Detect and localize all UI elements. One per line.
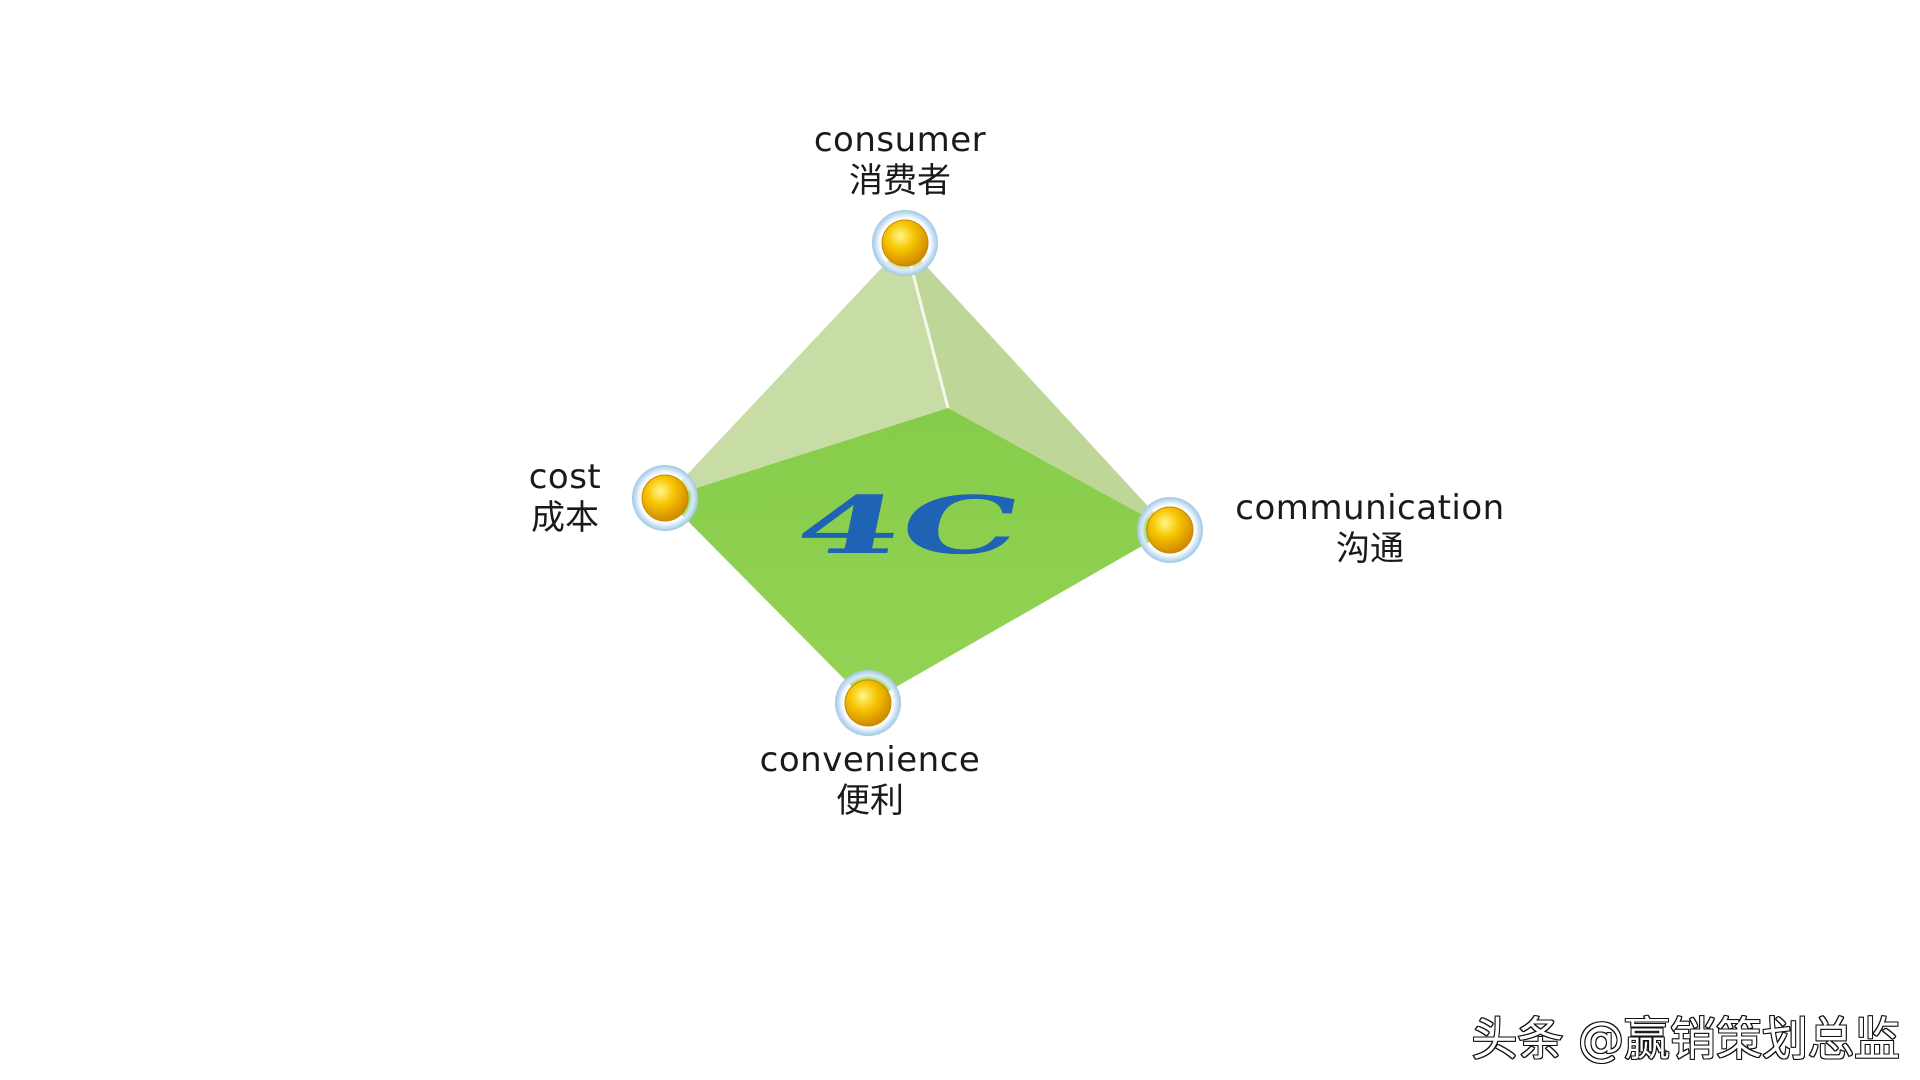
label-convenience-zh: 便利 — [836, 781, 904, 822]
center-4c-text: 4C — [788, 480, 1029, 573]
node-consumer — [872, 210, 938, 276]
label-convenience: convenience 便利 — [740, 740, 1000, 823]
label-communication: communication 沟通 — [1200, 488, 1540, 571]
label-cost-zh: 成本 — [531, 498, 599, 539]
label-communication-zh: 沟通 — [1336, 529, 1404, 570]
label-consumer-zh: 消费者 — [849, 161, 951, 202]
label-convenience-en: convenience — [759, 740, 981, 780]
pyramid-front-face — [665, 408, 1170, 703]
node-cost — [632, 465, 698, 531]
label-consumer-en: consumer — [813, 120, 987, 160]
label-cost-en: cost — [528, 457, 602, 497]
label-consumer: consumer 消费者 — [780, 120, 1020, 203]
node-communication — [1137, 497, 1203, 563]
watermark-text: 头条 @赢销策划总监 — [1470, 1011, 1901, 1067]
label-communication-en: communication — [1235, 488, 1505, 528]
label-cost: cost 成本 — [495, 457, 635, 540]
node-convenience — [835, 670, 901, 736]
pyramid-left-back-face — [665, 243, 948, 498]
pyramid-right-back-face — [905, 243, 1170, 530]
